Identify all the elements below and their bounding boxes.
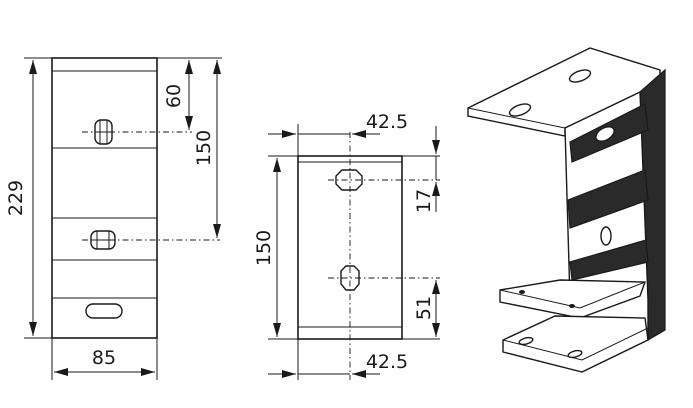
iso-top-hole-1 [568, 69, 592, 83]
side-view: 42.5 42.5 150 17 51 [253, 111, 440, 380]
isometric-bracket [467, 47, 666, 373]
iso-middle-shelf [499, 279, 646, 319]
front-view-outline [51, 57, 158, 339]
front-bottom-slot [85, 303, 123, 319]
dim-label-17: 17 [413, 189, 435, 213]
iso-rib-3 [569, 239, 649, 281]
front-upper-hole [94, 119, 113, 145]
side-lower-hole [340, 265, 360, 291]
dim-label-150-side: 150 [253, 230, 275, 266]
dim-label-42-5-top: 42.5 [366, 111, 408, 133]
front-view: 229 60 150 85 [5, 57, 222, 380]
dim-label-150-front: 150 [193, 130, 215, 166]
iso-rib-2 [567, 169, 649, 229]
iso-web-slot-2 [600, 226, 612, 246]
iso-bottom-hole-1 [518, 336, 534, 346]
dim-label-60: 60 [163, 84, 185, 108]
iso-bottom-hole-2 [567, 349, 583, 359]
side-upper-hole [335, 169, 363, 191]
dim-label-229: 229 [5, 180, 27, 216]
iso-bottom-plate [502, 315, 649, 373]
iso-web-slot-1 [595, 126, 615, 142]
dim-label-85: 85 [92, 347, 116, 369]
dim-label-51: 51 [413, 296, 435, 320]
iso-top-hole-2 [508, 103, 532, 117]
dim-label-42-5-bottom: 42.5 [366, 351, 408, 373]
